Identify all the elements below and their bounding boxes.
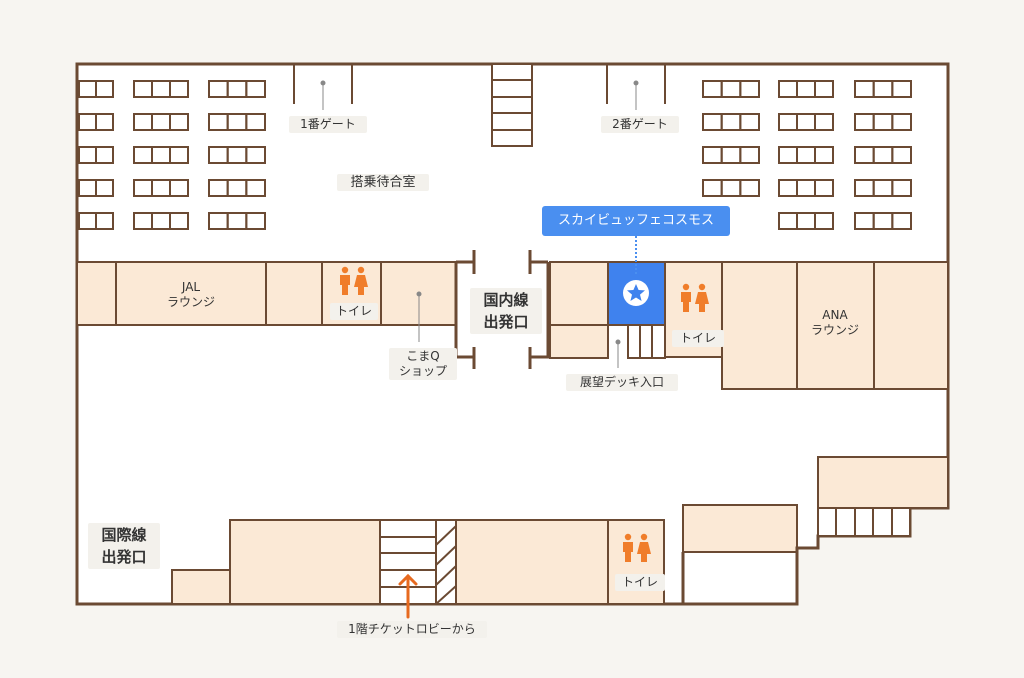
ana-lounge-name: ANA (822, 308, 848, 322)
seat (95, 212, 114, 230)
toilet-icon (620, 533, 652, 563)
seat (891, 146, 912, 164)
domestic-line-1: 国内線 (483, 291, 529, 309)
seat (739, 80, 760, 98)
seat (739, 146, 760, 164)
jal-lounge-type: ラウンジ (166, 295, 215, 309)
waiting-room-label: 搭乗待合室 (337, 174, 429, 191)
domestic-exit-walls (454, 250, 550, 369)
bottom-rooms (171, 456, 949, 605)
right-lower-stairs (817, 507, 911, 537)
komaq-type: ショップ (398, 364, 447, 378)
seat (814, 80, 834, 98)
ana-lounge-type: ラウンジ (810, 323, 859, 337)
seat (169, 146, 189, 164)
stairs-top (491, 63, 533, 147)
toilet-label: トイレ (615, 574, 665, 591)
seat (245, 113, 266, 131)
observation-deck-label: 展望デッキ入口 (566, 374, 678, 391)
seat (739, 179, 760, 197)
seating-area-right (702, 80, 912, 230)
international-departure-label: 国際線 出発口 (88, 523, 160, 569)
toilet-label: トイレ (672, 330, 724, 347)
gate-1-label: 1番ゲート (289, 116, 367, 133)
seat (169, 212, 189, 230)
seat (245, 146, 266, 164)
skybuffet-cosmos-callout[interactable]: スカイビュッフェコスモス (542, 206, 730, 236)
seat (814, 212, 834, 230)
right-band (549, 261, 949, 390)
seat (891, 113, 912, 131)
gate-1-walls (293, 64, 353, 104)
gate-2-walls (606, 64, 666, 104)
seating-area-left (78, 80, 266, 230)
seat (739, 113, 760, 131)
jal-lounge-name: JAL (181, 280, 201, 294)
toilet-label: トイレ (330, 303, 378, 320)
domestic-departure-label: 国内線 出発口 (470, 288, 542, 334)
seat (814, 146, 834, 164)
seat (814, 113, 834, 131)
toilet-icon (678, 283, 710, 313)
stairs-bottom (379, 519, 457, 605)
label-pointers (320, 80, 639, 368)
seat (891, 212, 912, 230)
international-line-1: 国際線 (101, 526, 147, 544)
seat (169, 179, 189, 197)
seat (95, 146, 114, 164)
gate-2-label: 2番ゲート (601, 116, 679, 133)
komaq-name: こまQ (406, 349, 440, 363)
seat (169, 113, 189, 131)
seat (95, 113, 114, 131)
deck-stairs (627, 324, 666, 359)
arrow-up-icon (398, 573, 418, 619)
left-band (76, 261, 457, 326)
star-icon (623, 280, 649, 306)
ana-lounge-label: ANA ラウンジ (800, 308, 870, 338)
seat (245, 179, 266, 197)
seat (245, 80, 266, 98)
seat (245, 212, 266, 230)
seat (814, 179, 834, 197)
toilet-icon (337, 266, 369, 296)
from-1f-ticket-lobby-label: 1階チケットロビーから (337, 621, 487, 638)
international-line-2: 出発口 (101, 548, 147, 566)
seat (95, 179, 114, 197)
seat (891, 179, 912, 197)
domestic-line-2: 出発口 (483, 313, 529, 331)
komaq-shop-label: こまQ ショップ (389, 348, 457, 380)
jal-lounge-label: JAL ラウンジ (156, 280, 226, 310)
seat (891, 80, 912, 98)
seat (169, 80, 189, 98)
right-lower-walls (664, 536, 820, 606)
seat (95, 80, 114, 98)
